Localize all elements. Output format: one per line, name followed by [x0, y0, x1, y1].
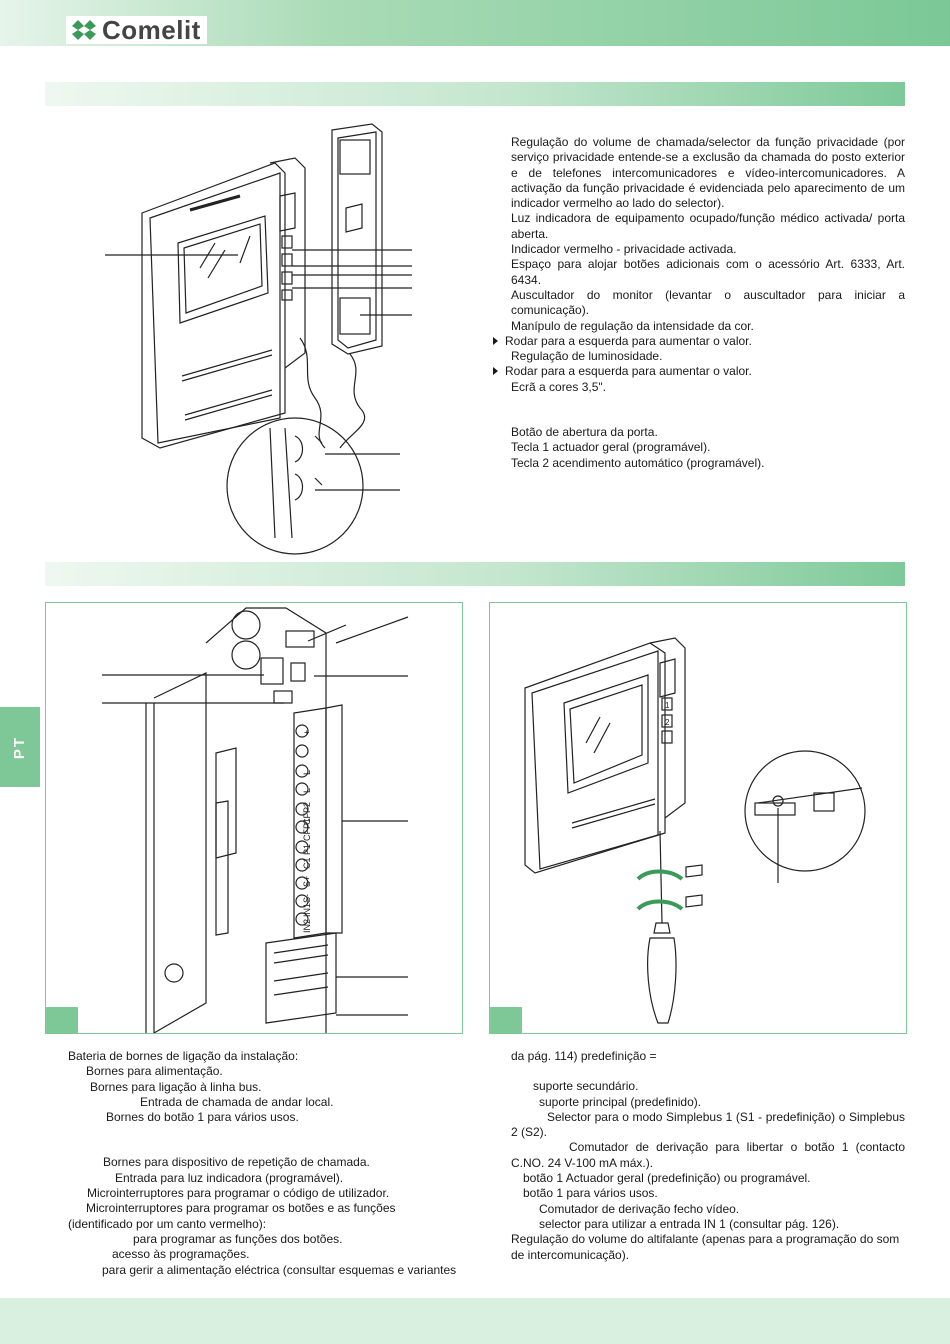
figure-tag	[46, 1007, 78, 1033]
desc-line: Regulação do volume do altifalante (apen…	[511, 1232, 900, 1262]
footer-band	[0, 1298, 950, 1344]
terminal-label: -	[302, 752, 312, 755]
section-header-bar-2	[45, 562, 905, 586]
desc-line: Manípulo de regulação da intensidade da …	[511, 318, 754, 333]
figure-tag	[490, 1007, 522, 1033]
monitor-adjustment-figure: 1 2	[489, 602, 907, 1034]
desc-line: Comutador de derivação para libertar o b…	[511, 1140, 905, 1170]
terminal-label: L	[302, 770, 312, 775]
desc-button-line: Botão de abertura da porta.	[511, 425, 658, 440]
bottom-left-description: Bateria de bornes de ligação da instalaç…	[68, 1049, 462, 1278]
terminal-label: CFP1	[302, 818, 312, 841]
monitor-button-1-label: 1	[665, 701, 670, 710]
terminal-board-figure: + - L L CFP2 CFP1 P1 C1 S+ S- IN1 IN2	[45, 602, 463, 1034]
desc-line: Auscultador do monitor (levantar o auscu…	[511, 287, 905, 318]
desc-line: Bornes do botão 1 para vários usos.	[106, 1110, 299, 1125]
terminal-label: +	[302, 730, 312, 735]
desc-line: Microinterruptores para programar os bot…	[68, 1201, 396, 1231]
desc-line: suporte secundário.	[533, 1079, 639, 1094]
terminal-board-illustration: + - L L CFP2 CFP1 P1 C1 S+ S- IN1 IN2	[102, 607, 409, 1033]
desc-line: acesso às programações.	[112, 1247, 250, 1262]
comelit-logo-icon	[72, 20, 96, 40]
top-description: Regulação do volume de chamada/selector …	[505, 135, 905, 471]
terminal-label: P1	[302, 844, 312, 855]
desc-line: Comutador de derivação fecho vídeo.	[539, 1201, 740, 1216]
desc-line: para programar as funções dos botões.	[133, 1231, 343, 1246]
terminal-label: L	[302, 788, 312, 793]
bottom-right-description: da pág. 114) predefinição = suporte secu…	[511, 1049, 905, 1263]
terminal-label: IN1	[302, 903, 312, 917]
desc-line: Ecrã a cores 3,5".	[511, 379, 606, 394]
desc-line: Regulação do volume de chamada/selector …	[511, 135, 905, 211]
desc-line: Bornes para alimentação.	[86, 1064, 223, 1079]
monitor-handset-illustration	[105, 123, 412, 555]
desc-line: para gerir a alimentação eléctrica (cons…	[102, 1262, 457, 1277]
desc-line: suporte principal (predefinido).	[539, 1094, 702, 1109]
desc-line: Bornes para dispositivo de repetição de …	[103, 1155, 370, 1170]
terminal-label: C1	[302, 857, 312, 869]
desc-line: Entrada de chamada de andar local.	[140, 1094, 334, 1109]
brand-logo: Comelit	[66, 14, 207, 45]
desc-line: Bornes para ligação à linha bus.	[90, 1079, 262, 1094]
desc-line: Microinterruptores para programar o códi…	[87, 1186, 390, 1201]
monitor-adjustment-illustration: 1 2	[524, 637, 866, 1024]
desc-button-line: Tecla 2 acendimento automático (programá…	[511, 455, 765, 470]
desc-line: Entrada para luz indicadora (programável…	[115, 1170, 344, 1185]
desc-line: selector para utilizar a entrada IN 1 (c…	[539, 1216, 840, 1231]
terminal-label: IN2	[302, 919, 312, 933]
language-tab-label: PT	[11, 735, 29, 759]
terminal-label: S+	[302, 876, 312, 887]
desc-line: da pág. 114) predefinição =	[511, 1049, 657, 1063]
desc-line: Luz indicadora de equipamento ocupado/fu…	[511, 211, 905, 241]
desc-line: botão 1 para vários usos.	[523, 1186, 658, 1201]
language-tab: PT	[0, 707, 40, 787]
desc-line: Regulação de luminosidade.	[511, 349, 663, 364]
terminal-label: S-	[302, 894, 312, 903]
desc-line: Espaço para alojar botões adicionais com…	[511, 257, 905, 287]
desc-line-arrow: Rodar para a esquerda para aumentar o va…	[493, 364, 905, 379]
desc-button-line: Tecla 1 actuador geral (programável).	[511, 440, 711, 455]
brand-name: Comelit	[102, 14, 201, 45]
terminal-label: CFP2	[302, 802, 312, 825]
section-header-bar-1	[45, 82, 905, 106]
desc-line-arrow: Rodar para a esquerda para aumentar o va…	[493, 334, 905, 349]
desc-line: Indicador vermelho - privacidade activad…	[511, 242, 737, 257]
monitor-button-2-label: 2	[665, 718, 670, 727]
desc-line: botão 1 Actuador geral (predefinição) ou…	[523, 1171, 811, 1186]
desc-line: Selector para o modo Simplebus 1 (S1 - p…	[511, 1109, 905, 1140]
desc-line: Bateria de bornes de ligação da instalaç…	[68, 1049, 299, 1063]
